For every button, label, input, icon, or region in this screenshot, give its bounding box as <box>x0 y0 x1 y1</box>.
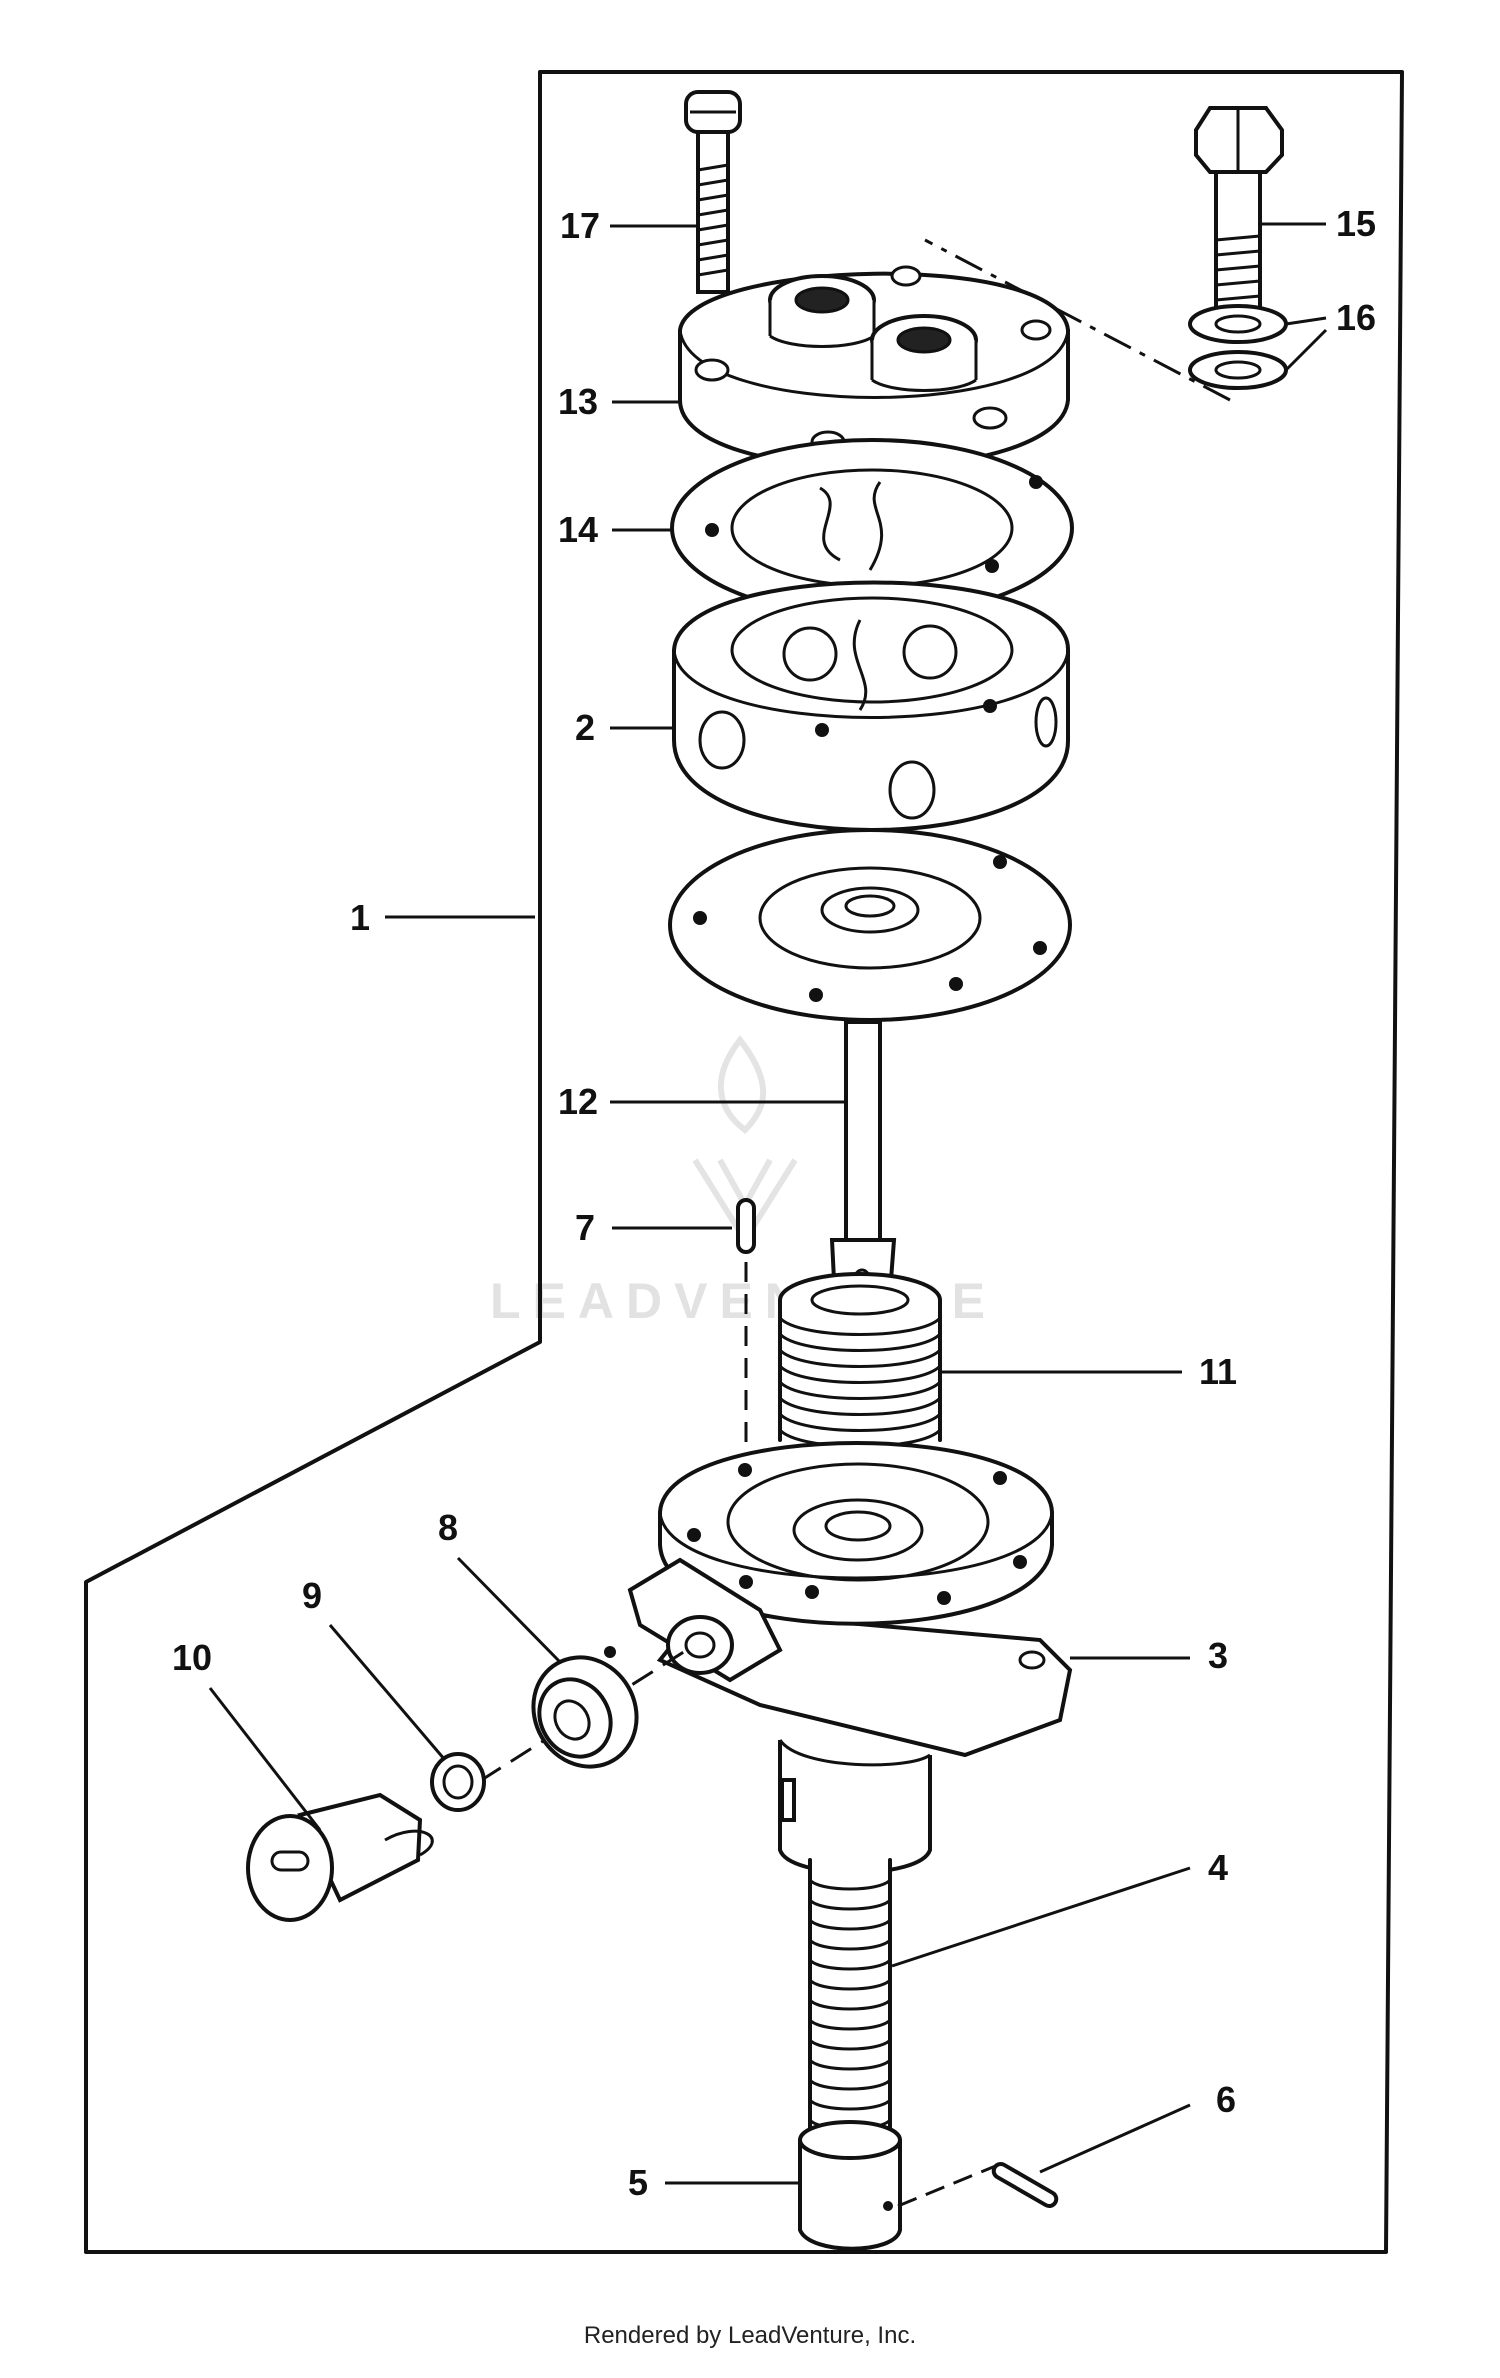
part-2-pump-body <box>672 580 1071 832</box>
callout-15: 15 <box>1262 203 1376 244</box>
callout-6: 6 <box>1039 2079 1236 2174</box>
svg-text:7: 7 <box>575 1207 595 1248</box>
part-15-bolt <box>1194 106 1284 314</box>
callout-16: 16 <box>1284 297 1376 372</box>
render-credit: Rendered by LeadVenture, Inc. <box>583 2322 917 2349</box>
callout-2: 2 <box>575 707 674 748</box>
callout-13: 13 <box>558 381 680 422</box>
part-5-plunger <box>798 2120 902 2251</box>
part-8-valve <box>531 1646 639 1769</box>
svg-text:14: 14 <box>558 509 598 550</box>
part-14-gasket <box>670 438 1074 618</box>
svg-text:17: 17 <box>560 205 600 246</box>
svg-text:6: 6 <box>1216 2079 1236 2120</box>
callout-4: 4 <box>891 1847 1228 1968</box>
part-4-spring <box>808 1858 892 2132</box>
part-17-screw <box>684 90 742 294</box>
part-7-pin <box>736 1198 756 1254</box>
svg-text:5: 5 <box>628 2162 648 2203</box>
part-11-spring <box>778 1272 942 1448</box>
svg-text:8: 8 <box>438 1507 458 1548</box>
svg-text:16: 16 <box>1336 297 1376 338</box>
callout-11: 11 <box>942 1351 1237 1392</box>
part-3-lower-housing <box>627 1441 1073 1875</box>
callout-17: 17 <box>560 205 696 246</box>
diaphragm-plate <box>668 828 1072 1022</box>
callout-14: 14 <box>558 509 672 550</box>
svg-text:15: 15 <box>1336 203 1376 244</box>
callout-10: 10 <box>172 1637 322 1831</box>
svg-text:2: 2 <box>575 707 595 748</box>
svg-text:12: 12 <box>558 1081 598 1122</box>
svg-text:1: 1 <box>350 897 370 938</box>
part-16-washers <box>1188 304 1288 390</box>
assembly-outline <box>84 70 1404 2254</box>
callout-7: 7 <box>575 1207 732 1248</box>
svg-text:9: 9 <box>302 1575 322 1616</box>
svg-text:13: 13 <box>558 381 598 422</box>
callout-12: 12 <box>558 1081 844 1122</box>
callout-5: 5 <box>628 2162 798 2203</box>
callout-1: 1 <box>350 897 535 938</box>
svg-text:10: 10 <box>172 1637 212 1678</box>
callouts: 1 2 3 4 5 6 7 8 9 10 11 12 13 14 15 16 1… <box>172 203 1376 2203</box>
svg-text:11: 11 <box>1199 1351 1237 1392</box>
callout-9: 9 <box>302 1575 447 1761</box>
svg-text:4: 4 <box>1208 1847 1228 1888</box>
part-9-o-ring <box>430 1752 486 1812</box>
callout-8: 8 <box>438 1507 562 1664</box>
callout-3: 3 <box>1070 1635 1228 1676</box>
part-10-fitting <box>246 1792 434 1922</box>
svg-text:3: 3 <box>1208 1635 1228 1676</box>
part-13-cover <box>678 265 1070 470</box>
